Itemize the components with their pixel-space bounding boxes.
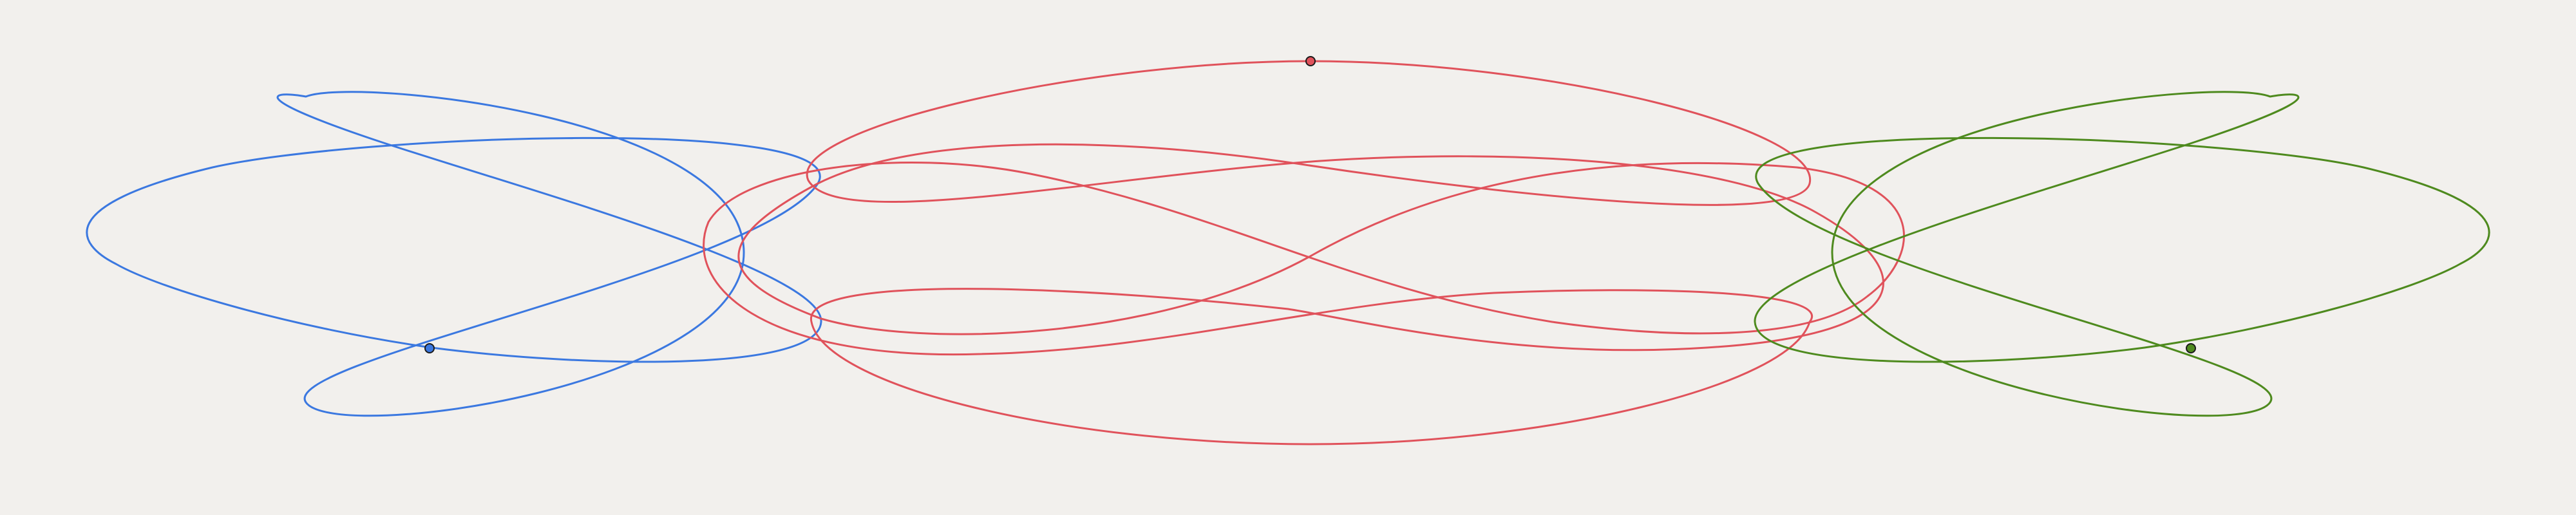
blue-curve [86, 91, 822, 417]
red-curve [703, 60, 1905, 445]
green-point [2186, 343, 2196, 353]
blue-point [424, 343, 435, 353]
green-curve [1754, 91, 2490, 417]
red-point [1305, 56, 1316, 66]
